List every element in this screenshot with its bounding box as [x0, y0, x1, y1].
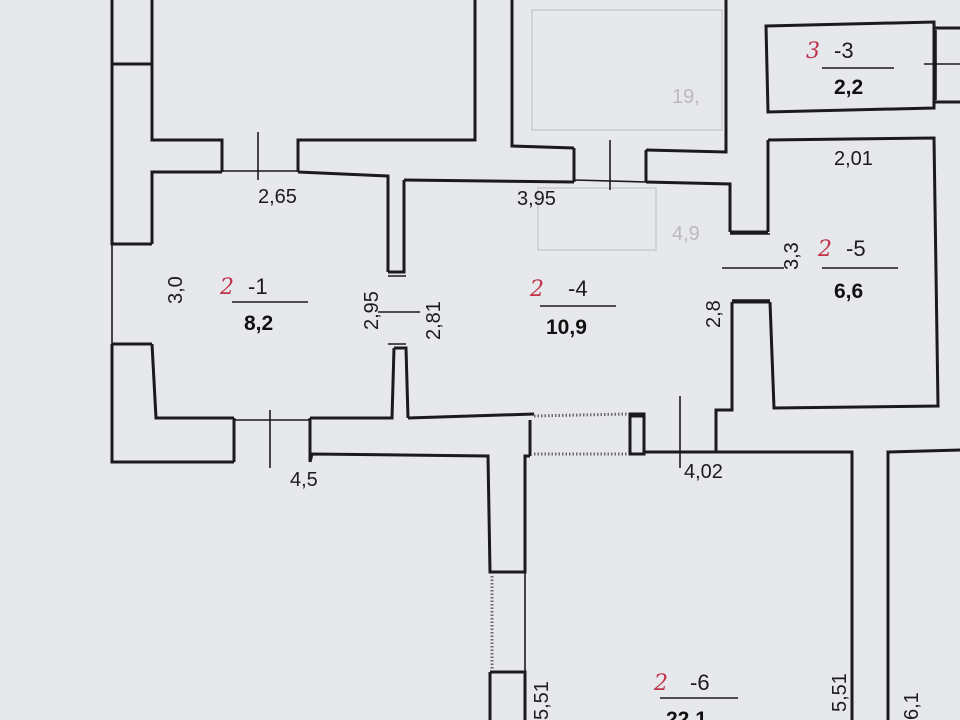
wall-room-4 — [403, 178, 734, 454]
wall-room-1-bottom-outer — [308, 452, 530, 574]
room-6-area: 22,1 — [666, 708, 707, 720]
room-1-suffix: -1 — [248, 274, 268, 299]
ghost-marks: 19, 4,9 — [531, 9, 723, 251]
room-label-4: 2 -4 10,9 — [529, 276, 616, 339]
door-room-1-top — [220, 140, 300, 172]
room-6-prefix: 2 — [653, 671, 668, 696]
wall-room-1-4-connector — [388, 180, 410, 419]
door-room-4-top-line — [573, 140, 647, 190]
wall-far-right-room — [886, 448, 960, 720]
room-3-suffix: -3 — [834, 38, 854, 63]
door-room-1-top-line — [222, 132, 298, 180]
door-room-4-5-line — [722, 233, 784, 301]
room-label-6: 2 -6 22,1 — [653, 670, 738, 720]
dimension-far-right-room: 6,1 — [901, 692, 923, 720]
dimension-left-room-1: 3,0 — [165, 276, 187, 304]
door-room-1-bottom — [232, 418, 312, 462]
room-4-prefix: 2 — [529, 277, 544, 302]
dimension-bottom-room-1: 4,5 — [290, 469, 318, 491]
room-4-suffix: -4 — [568, 276, 588, 301]
dimension-top-room-4: 3,95 — [517, 188, 556, 210]
wall-room-4-5-connector — [730, 230, 770, 304]
dimension-right-room-6: 5,51 — [829, 673, 851, 712]
room-3-area: 2,2 — [834, 76, 863, 99]
wall-upper-middle-room — [510, 0, 728, 154]
dimension-top-room-5: 2,01 — [834, 148, 873, 170]
door-room-4-top — [572, 148, 648, 182]
room-5-area: 6,6 — [834, 280, 863, 303]
room-4-area: 10,9 — [546, 316, 587, 339]
dimension-left-room-6: 5,51 — [531, 681, 553, 720]
wall-upper-left-room — [150, 0, 477, 146]
dimension-top-room-6: 4,02 — [684, 461, 723, 483]
room-label-5: 2 -5 6,6 — [817, 236, 898, 303]
wall-room-5 — [766, 136, 940, 410]
room-5-prefix: 2 — [817, 237, 832, 262]
dimension-left-room-5: 3,3 — [781, 242, 803, 270]
door-room-3-line — [924, 30, 960, 100]
dimension-right-room-4: 2,8 — [703, 300, 725, 328]
room-1-area: 8,2 — [244, 312, 273, 335]
wall-room-3 — [764, 20, 936, 114]
room-label-3: 3 -3 2,2 — [806, 38, 894, 99]
door-room-1-bottom-line — [234, 410, 310, 468]
wall-left-strip — [110, 0, 234, 464]
opening-room-4-bottom — [533, 412, 630, 456]
dimension-top-room-1: 2,65 — [258, 186, 297, 208]
wall-room-4-bottom-stub — [528, 412, 646, 456]
ghost-text-19: 19, — [672, 86, 700, 108]
wall-room-6 — [488, 450, 854, 720]
room-3-prefix: 3 — [806, 39, 820, 64]
ghost-text-4-9: 4,9 — [672, 223, 700, 245]
room-5-suffix: -5 — [846, 236, 866, 261]
door-room-1-4-line — [378, 275, 420, 345]
room-1-prefix: 2 — [219, 275, 234, 300]
wall-room-3-exit — [934, 26, 960, 104]
room-6-suffix: -6 — [690, 670, 710, 695]
dimension-left-room-4: 2,81 — [423, 301, 445, 340]
room-label-1: 2 -1 8,2 — [219, 274, 308, 335]
dimension-right-room-1: 2,95 — [361, 291, 383, 330]
wall-room-1 — [150, 170, 396, 420]
